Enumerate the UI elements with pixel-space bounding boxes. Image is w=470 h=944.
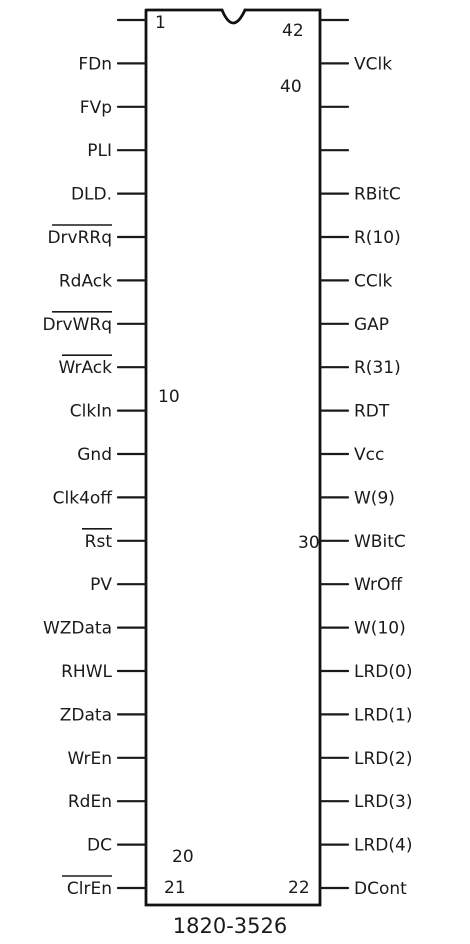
pin-number-20: 20 bbox=[172, 847, 194, 867]
left-pin-label-wrack: WrAck bbox=[58, 358, 112, 378]
right-pin-label-r-31: R(31) bbox=[354, 358, 401, 378]
pin1-notch bbox=[220, 8, 247, 25]
left-pin-label-rhwl: RHWL bbox=[61, 662, 112, 682]
part-number: 1820-3526 bbox=[173, 914, 287, 938]
left-pin-label-rdack: RdAck bbox=[59, 271, 112, 291]
left-pin-label-clren: ClrEn bbox=[67, 879, 112, 899]
right-pin-label-vclk: VClk bbox=[354, 54, 392, 74]
right-pin-label-wroff: WrOff bbox=[354, 575, 403, 595]
right-pin-label-lrd-1: LRD(1) bbox=[354, 705, 412, 725]
right-pin-label-vcc: Vcc bbox=[354, 445, 384, 465]
ic-body-outline bbox=[144, 8, 322, 907]
right-pin-label-rdt: RDT bbox=[354, 402, 390, 422]
left-pin-label-drvwrq: DrvWRq bbox=[42, 315, 112, 335]
left-pin-label-dld: DLD. bbox=[71, 185, 112, 205]
right-pin-label-lrd-0: LRD(0) bbox=[354, 662, 412, 682]
left-pin-label-gnd: Gnd bbox=[77, 445, 112, 465]
pin-number-42: 42 bbox=[282, 21, 304, 41]
right-pin-label-lrd-3: LRD(3) bbox=[354, 792, 412, 812]
right-pin-label-gap: GAP bbox=[354, 315, 389, 335]
pin-number-22: 22 bbox=[288, 878, 310, 898]
left-pin-label-drvrrq: DrvRRq bbox=[47, 228, 112, 248]
left-pin-label-wzdata: WZData bbox=[43, 619, 112, 639]
right-pin-label-r-10: R(10) bbox=[354, 228, 401, 248]
left-pin-label-fvp: FVp bbox=[80, 98, 112, 118]
right-pin-label-rbitc: RBitC bbox=[354, 185, 401, 205]
left-pin-label-clkin: ClkIn bbox=[70, 402, 112, 422]
right-pin-label-dcont: DCont bbox=[354, 879, 407, 899]
right-pin-label-w-9: W(9) bbox=[354, 488, 395, 508]
pin-number-30: 30 bbox=[298, 533, 320, 553]
pin-number-1: 1 bbox=[155, 13, 166, 33]
pin-number-40: 40 bbox=[280, 77, 302, 97]
left-pin-label-dc: DC bbox=[87, 836, 112, 856]
pin-number-21: 21 bbox=[164, 878, 186, 898]
pin-number-10: 10 bbox=[158, 387, 180, 407]
left-pin-label-wren: WrEn bbox=[67, 749, 112, 769]
left-pin-label-zdata: ZData bbox=[60, 705, 112, 725]
left-pin-label-rden: RdEn bbox=[68, 792, 112, 812]
right-pin-label-lrd-2: LRD(2) bbox=[354, 749, 412, 769]
right-pin-label-cclk: CClk bbox=[354, 271, 392, 291]
right-pin-label-lrd-4: LRD(4) bbox=[354, 836, 412, 856]
right-pin-label-w-10: W(10) bbox=[354, 619, 406, 639]
left-pin-label-rst: Rst bbox=[85, 532, 113, 552]
right-pin-label-wbitc: WBitC bbox=[354, 532, 406, 552]
left-pin-label-clk4off: Clk4off bbox=[53, 488, 114, 508]
left-pin-label-pli: PLI bbox=[87, 141, 112, 161]
left-pin-label-pv: PV bbox=[90, 575, 112, 595]
left-pin-label-fdn: FDn bbox=[78, 54, 112, 74]
